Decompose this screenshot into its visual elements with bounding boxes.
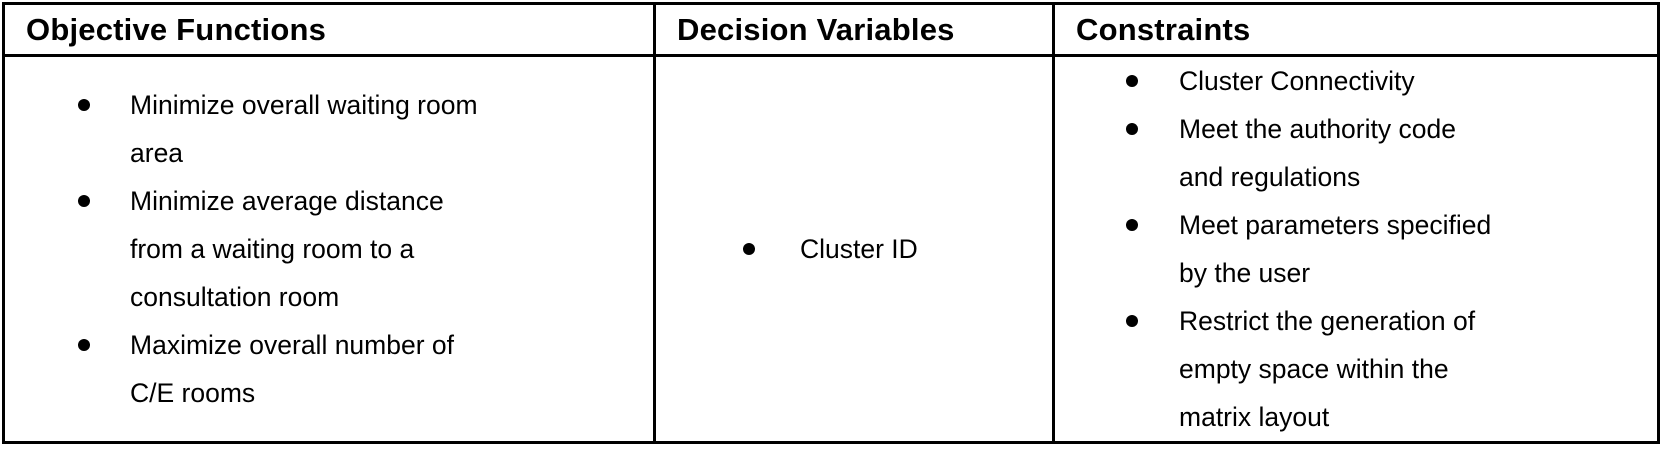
list-item: Maximize overall number of C/E rooms bbox=[78, 321, 653, 417]
header-constraints: Constraints bbox=[1052, 2, 1660, 57]
decision-variables-list: Cluster ID bbox=[656, 225, 1052, 273]
list-item: Cluster Connectivity bbox=[1126, 57, 1657, 105]
list-item: Meet the authority code and regulations bbox=[1126, 105, 1657, 201]
header-objective-functions: Objective Functions bbox=[2, 2, 656, 57]
list-item: Minimize average distance from a waiting… bbox=[78, 177, 653, 321]
header-decision-variables: Decision Variables bbox=[653, 2, 1055, 57]
list-item: Restrict the generation of empty space w… bbox=[1126, 297, 1657, 441]
list-item: Cluster ID bbox=[743, 225, 1052, 273]
header-row: Objective Functions Decision Variables C… bbox=[2, 2, 1660, 57]
list-item: Minimize overall waiting room area bbox=[78, 81, 653, 177]
cell-decision-variables: Cluster ID bbox=[653, 54, 1055, 444]
list-item: Meet parameters specified by the user bbox=[1126, 201, 1657, 297]
criteria-table: Objective Functions Decision Variables C… bbox=[2, 2, 1660, 444]
